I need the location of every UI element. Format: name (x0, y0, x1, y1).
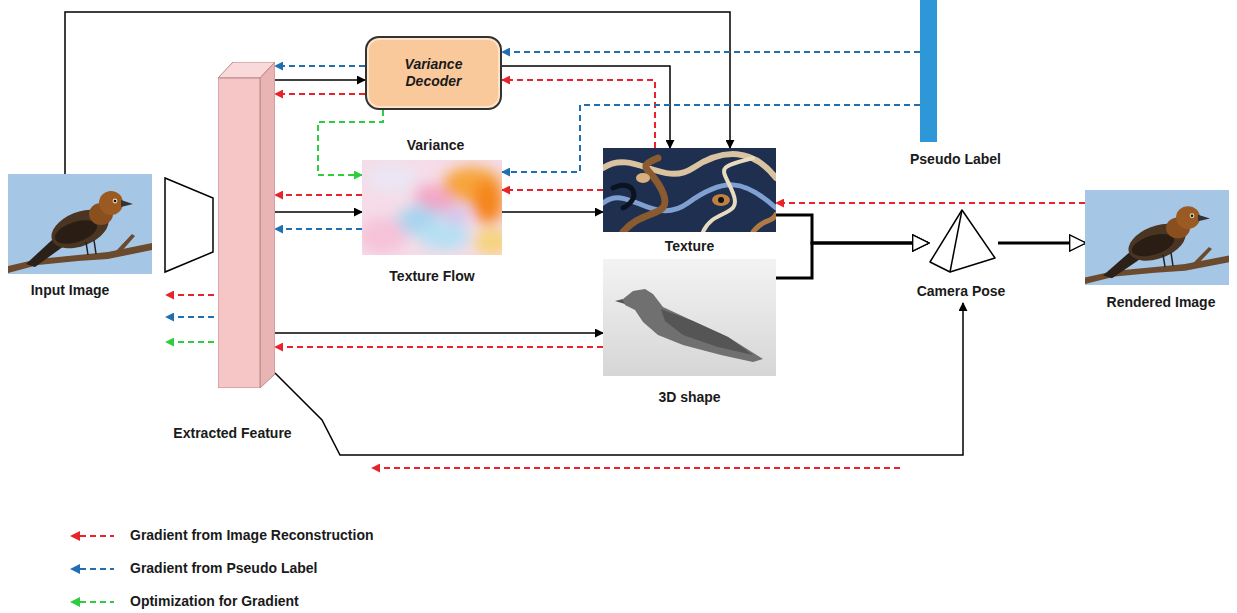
flow-arrow (776, 215, 928, 243)
gradient-arrow (275, 65, 365, 67)
node-caption: Camera Pose (917, 283, 1006, 299)
decoder-box: Variance DecoderVariance (365, 36, 502, 110)
illustration (1085, 190, 1229, 285)
node-caption: 3D shape (658, 389, 720, 405)
feature-block: Extracted Feature (218, 62, 275, 388)
caption-holder: Extracted Feature (173, 424, 291, 442)
node-caption: Texture (665, 238, 715, 254)
flow-arrow (275, 79, 365, 81)
image-node: Texture (603, 148, 776, 232)
legend-sample (70, 596, 114, 608)
flow-arrow (275, 211, 362, 213)
node-caption: Variance (407, 137, 465, 153)
gradient-arrow (502, 189, 603, 191)
legend-sample (70, 563, 114, 575)
caption-holder: Camera Pose (917, 282, 1006, 300)
encoder-trapezoid (165, 178, 213, 272)
flow-arrow (275, 332, 603, 334)
legend-text: Gradient from Pseudo Label (130, 560, 317, 577)
illustration (8, 174, 152, 274)
gradient-arrow (166, 316, 214, 318)
flow-arrow (776, 243, 928, 278)
node-title: Variance Decoder (393, 56, 474, 90)
flow-arrow (502, 211, 603, 213)
camera-pyramid: Camera Pose (928, 208, 998, 274)
node-caption: Pseudo Label (910, 151, 1001, 167)
legend-sample (70, 530, 114, 542)
node-caption: Extracted Feature (173, 425, 291, 441)
legend-entry: Gradient from Pseudo Label (70, 552, 373, 585)
node-caption: Rendered Image (1107, 294, 1216, 310)
gradient-arrow (166, 294, 214, 296)
flow-arrow (998, 242, 1085, 245)
caption-holder: Texture (665, 237, 715, 255)
node-caption: Input Image (31, 282, 110, 298)
legend-entry: Optimization for Gradient (70, 585, 373, 613)
illustration (603, 259, 776, 376)
caption-holder: 3D shape (658, 388, 720, 406)
gradient-arrow (166, 341, 214, 343)
illustration (603, 148, 776, 232)
legend-text: Gradient from Image Reconstruction (130, 527, 373, 544)
gradient-arrow (275, 228, 362, 230)
label-bar: Pseudo Label (920, 0, 937, 142)
gradient-arrow (275, 194, 362, 196)
illustration (928, 208, 998, 274)
image-node: Texture Flow (362, 160, 502, 255)
gradient-arrow (372, 467, 900, 469)
caption-holder: Texture Flow (389, 267, 474, 285)
gradient-arrow (275, 346, 603, 348)
flow-arrow (502, 66, 670, 148)
gradient-arrow (502, 51, 920, 53)
image-node: Rendered Image (1085, 190, 1229, 285)
illustration (218, 62, 275, 388)
image-node: 3D shape (603, 259, 776, 376)
legend-text: Optimization for Gradient (130, 593, 299, 610)
text-holder: Variance Decoder (367, 38, 500, 108)
gradient-arrow (502, 80, 655, 148)
caption-holder: Rendered Image (1107, 293, 1216, 311)
gradient-arrow (776, 202, 1085, 204)
caption-holder: Pseudo Label (910, 150, 1001, 168)
gradient-arrow (275, 93, 365, 95)
legend-entry: Gradient from Image Reconstruction (70, 519, 373, 552)
node-caption: Texture Flow (389, 268, 474, 284)
caption-holder: Variance (407, 136, 465, 154)
legend: Gradient from Image ReconstructionGradie… (70, 519, 373, 613)
image-node: Input Image (8, 174, 152, 274)
illustration (362, 160, 502, 255)
caption-holder: Input Image (31, 281, 110, 299)
